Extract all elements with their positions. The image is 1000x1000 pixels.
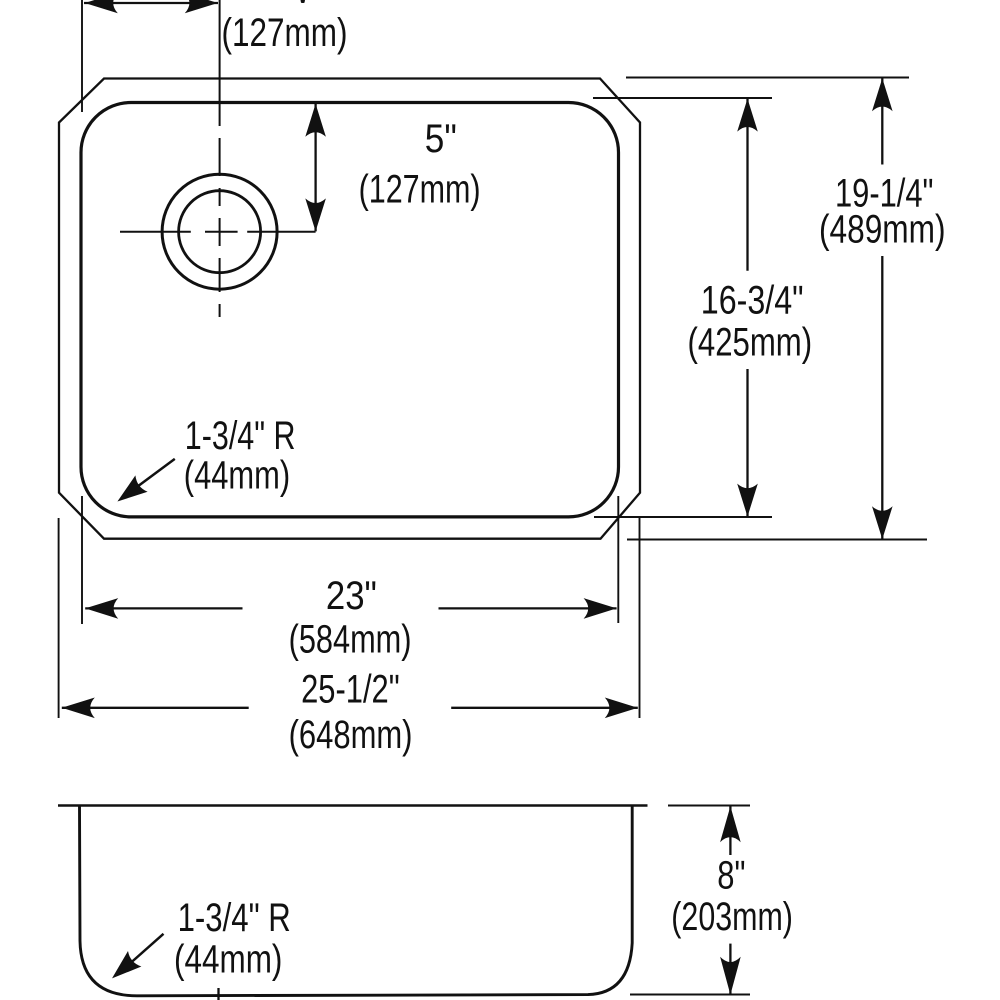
- svg-text:(489mm): (489mm): [819, 208, 946, 252]
- svg-text:5": 5": [425, 117, 457, 161]
- svg-text:16-3/4": 16-3/4": [701, 279, 804, 323]
- svg-text:(44mm): (44mm): [174, 937, 282, 981]
- svg-text:23": 23": [326, 574, 377, 618]
- svg-text:(425mm): (425mm): [688, 320, 813, 364]
- svg-text:1-3/4" R: 1-3/4" R: [185, 414, 296, 458]
- svg-text:(127mm): (127mm): [222, 11, 348, 55]
- svg-text:1-3/4" R: 1-3/4" R: [178, 896, 291, 940]
- svg-text:(44mm): (44mm): [184, 454, 290, 498]
- svg-text:8": 8": [717, 854, 745, 898]
- svg-text:(127mm): (127mm): [359, 168, 481, 212]
- svg-text:19-1/4": 19-1/4": [835, 172, 934, 216]
- svg-text:(203mm): (203mm): [671, 895, 793, 939]
- svg-text:25-1/2": 25-1/2": [301, 667, 400, 711]
- svg-text:(648mm): (648mm): [289, 713, 413, 757]
- svg-text:(584mm): (584mm): [289, 618, 412, 662]
